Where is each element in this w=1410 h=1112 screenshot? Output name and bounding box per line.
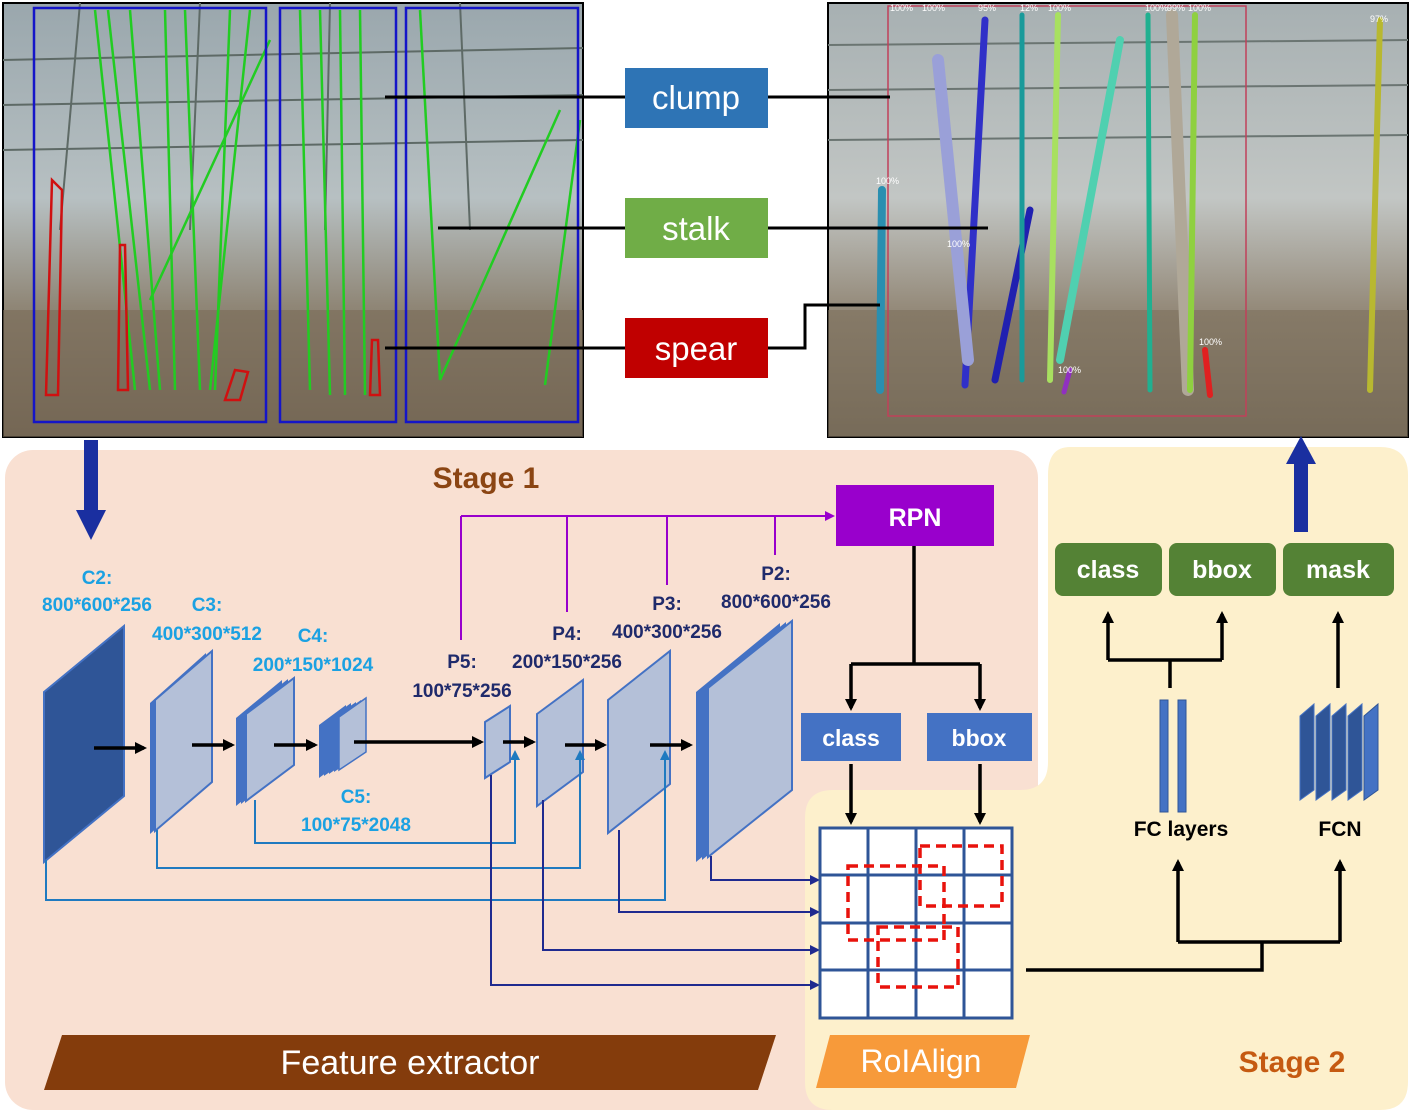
roi-feature-connections [490, 775, 820, 990]
head-mask-label: mask [1306, 556, 1370, 584]
feature-extractor-label: Feature extractor [281, 1044, 540, 1082]
p2-block [696, 618, 793, 862]
rpn-bbox-box [927, 713, 1032, 761]
p3-block [607, 648, 671, 836]
fc-layers-block [1159, 699, 1187, 813]
head-class-label: class [1077, 556, 1140, 584]
fcn-block [1299, 702, 1379, 801]
stage2-title: Stage 2 [1239, 1046, 1346, 1079]
score-label: 100% [876, 176, 899, 186]
c5-name: C5: [341, 787, 372, 808]
head-bbox-label: bbox [1192, 556, 1252, 584]
score-label: 100% [947, 239, 970, 249]
c5-block [319, 696, 367, 778]
roialign-grid [818, 826, 1014, 1020]
roialign-label: RoIAlign [861, 1043, 982, 1079]
feature-extractor-bar [44, 1035, 776, 1090]
lateral-connections [45, 750, 670, 901]
score-label: 100% [1145, 3, 1168, 13]
clump-label: clump [652, 79, 740, 116]
p5-name: P5: [447, 652, 477, 673]
output-arrow [1286, 436, 1316, 532]
p2-dim: 800*600*256 [721, 592, 831, 613]
c3-dim: 400*300*512 [152, 624, 262, 645]
fc-layers-label: FC layers [1134, 818, 1229, 841]
c4-name: C4: [298, 626, 329, 647]
spear-label: spear [655, 330, 738, 367]
rpn-class-label: class [822, 725, 880, 751]
score-label: 100% [1199, 337, 1222, 347]
p2-name: P2: [761, 564, 791, 585]
roialign-bar [816, 1035, 1030, 1088]
stalk-legend-box [625, 198, 768, 258]
p4-block [536, 678, 584, 808]
rpn-class-box [801, 713, 901, 761]
legend: clump stalk spear [385, 68, 988, 378]
c2-dim: 800*600*256 [42, 595, 152, 616]
c5-dim: 100*75*2048 [301, 815, 411, 836]
p5-block [484, 704, 511, 780]
clump-legend-box [625, 68, 768, 128]
stage1-panel [5, 450, 1038, 1110]
score-label: 97% [1370, 14, 1388, 24]
rpn-outputs [845, 546, 986, 825]
head-mask-box [1283, 543, 1394, 596]
head-bbox-box [1169, 543, 1276, 596]
stage1-title: Stage 1 [433, 462, 540, 495]
score-label: 100% [922, 3, 945, 13]
c4-dim: 200*150*1024 [253, 655, 374, 676]
c4-block [236, 676, 295, 806]
output-photo: 100% 100% 95% 12% 100% 100% 99% 100% 97%… [827, 2, 1409, 438]
head-class-box [1055, 543, 1162, 596]
forward-arrows [94, 736, 693, 754]
p4-name: P4: [552, 624, 582, 645]
score-label: 100% [1048, 3, 1071, 13]
score-label: 12% [1020, 3, 1038, 13]
c3-block [150, 648, 213, 834]
score-label: 100% [1058, 365, 1081, 375]
c2-block [43, 623, 125, 865]
detection-scores: 100% 100% 95% 12% 100% 100% 99% 100% 97%… [876, 3, 1388, 375]
score-label: 100% [890, 3, 913, 13]
c2-name: C2: [82, 568, 113, 589]
p3-name: P3: [652, 594, 682, 615]
input-photo [2, 2, 584, 438]
score-label: 95% [978, 3, 996, 13]
p5-dim: 100*75*256 [412, 681, 511, 702]
rpn-box [836, 485, 994, 546]
score-label: 100% [1188, 3, 1211, 13]
score-label: 99% [1167, 3, 1185, 13]
spear-legend-box [625, 318, 768, 378]
head-connections [1026, 611, 1346, 972]
c3-name: C3: [192, 595, 223, 616]
p3-dim: 400*300*256 [612, 622, 722, 643]
rpn-label: RPN [889, 504, 942, 532]
rpn-bbox-label: bbox [952, 725, 1007, 751]
input-arrow [76, 440, 106, 540]
stalk-label: stalk [662, 210, 730, 247]
fcn-label: FCN [1318, 818, 1361, 841]
rpn-connections [460, 511, 835, 640]
p4-dim: 200*150*256 [512, 652, 622, 673]
